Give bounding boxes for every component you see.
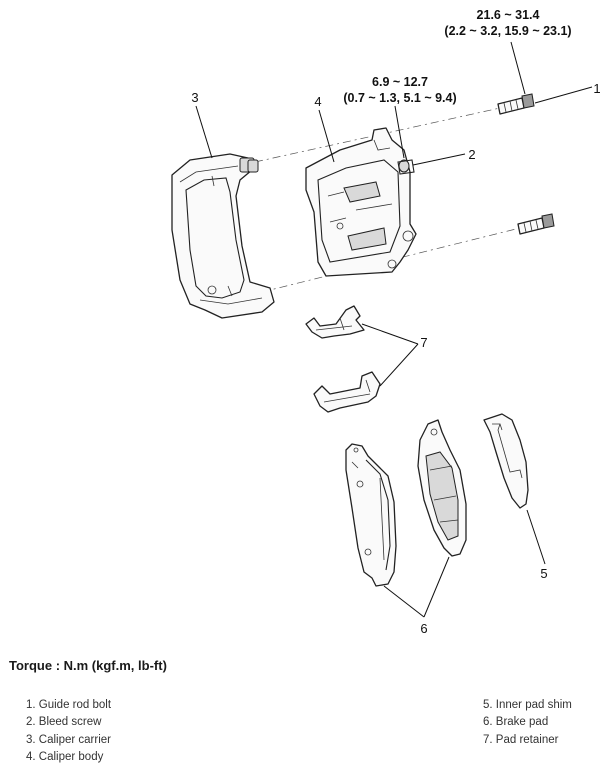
parts-legend-left: 1. Guide rod bolt 2. Bleed screw 3. Cali… [26,697,111,766]
callout-1: 1 [593,81,600,96]
brake-pad-inner [417,419,467,557]
inner-pad-shim [483,413,529,509]
bleed-screw [397,159,415,175]
torque-spec-bleed-screw-line1: 6.9 ~ 12.7 [372,75,428,89]
callout-2: 2 [468,147,475,162]
legend-item: 3. Caliper carrier [26,733,111,746]
pad-retainer-upper [305,305,365,339]
torque-units-heading: Torque : N.m (kgf.m, lb-ft) [9,658,167,673]
guide-rod-bolt-upper [497,93,535,115]
callout-7: 7 [420,335,427,350]
legend-item: 7. Pad retainer [483,733,559,746]
legend-item: 1. Guide rod bolt [26,699,112,711]
legend-item: 2. Bleed screw [26,716,102,729]
legend-item: 6. Brake pad [483,716,549,729]
pad-retainer-lower [313,371,381,413]
callout-4: 4 [314,94,321,109]
caliper-body [305,127,417,277]
torque-spec-guide-rod-bolt-line2: (2.2 ~ 3.2, 15.9 ~ 23.1) [444,24,571,38]
guide-rod-bolt-lower [517,213,555,235]
callout-3: 3 [191,90,198,105]
brake-caliper-exploded-diagram: 21.6 ~ 31.4 (2.2 ~ 3.2, 15.9 ~ 23.1) 6.9… [171,8,601,636]
caliper-carrier [171,153,275,319]
legend-item: 5. Inner pad shim [483,699,572,711]
legend-item: 4. Caliper body [26,750,104,763]
torque-spec-bleed-screw-line2: (0.7 ~ 1.3, 5.1 ~ 9.4) [343,91,456,105]
brake-pad-outer [345,443,397,587]
parts-legend-right: 5. Inner pad shim 6. Brake pad 7. Pad re… [483,697,572,749]
callout-6: 6 [420,621,427,636]
leader-lines [195,41,593,618]
callout-5: 5 [540,566,547,581]
torque-spec-guide-rod-bolt-line1: 21.6 ~ 31.4 [477,8,540,22]
